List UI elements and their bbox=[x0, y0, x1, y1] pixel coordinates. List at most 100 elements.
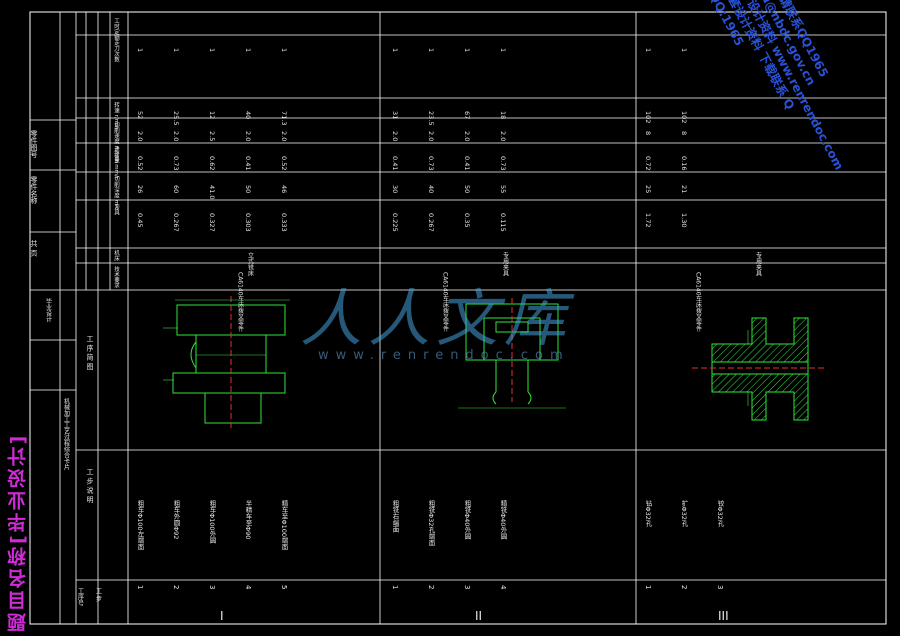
step-value: 8 bbox=[680, 131, 688, 135]
step-value: 40 bbox=[244, 111, 252, 119]
table-subtitle: 毕业设计 bbox=[45, 297, 52, 323]
step-value: 12 bbox=[208, 111, 216, 119]
step-number: 5 bbox=[280, 585, 288, 589]
step-value: 0.303 bbox=[244, 213, 252, 232]
step-description: 粗铣Φ32孔端面 bbox=[427, 499, 435, 547]
step-value: 1 bbox=[644, 48, 652, 52]
step-value: 1 bbox=[499, 48, 507, 52]
content-label: 工 步 说 明 bbox=[86, 468, 94, 504]
step-number: 1 bbox=[391, 585, 399, 589]
step-value: 26 bbox=[136, 185, 144, 193]
col-tool: 刀具 bbox=[113, 204, 120, 217]
step-value: 0.62 bbox=[208, 156, 216, 170]
step-value: 0.73 bbox=[499, 156, 507, 170]
operation-machine: 专用夹具 bbox=[755, 251, 762, 277]
step-value: 41.0 bbox=[208, 185, 216, 199]
step-value: 2.0 bbox=[463, 131, 471, 141]
col-speed: 切削速度 m/min bbox=[113, 122, 120, 164]
step-value: 2.0 bbox=[280, 131, 288, 141]
step-value: 0.52 bbox=[136, 156, 144, 170]
operation-id: I bbox=[220, 609, 224, 623]
step-value: 50 bbox=[244, 185, 252, 193]
step-value: 0.73 bbox=[172, 156, 180, 170]
step-value: 1 bbox=[427, 48, 435, 52]
step-value: 0.41 bbox=[244, 156, 252, 170]
sketch-operation-1 bbox=[163, 296, 290, 430]
step-value: 25.5 bbox=[172, 111, 180, 125]
step-number: 4 bbox=[244, 585, 252, 590]
step-value: 2.0 bbox=[172, 131, 180, 141]
step-number: 2 bbox=[427, 585, 435, 589]
step-value: 50 bbox=[463, 185, 471, 193]
step-value: 0.267 bbox=[427, 213, 435, 232]
step-value: 0.73 bbox=[427, 156, 435, 170]
step-description: 粗车Φ100左端面 bbox=[136, 499, 144, 552]
step-value: 21 bbox=[680, 185, 688, 193]
step-value: 46 bbox=[280, 185, 288, 193]
step-number: 3 bbox=[716, 585, 724, 589]
step-value: 102 bbox=[644, 111, 652, 123]
step-value: 1 bbox=[391, 48, 399, 52]
step-value: 102 bbox=[680, 111, 688, 123]
col-rpm: 转速 r/min bbox=[113, 101, 120, 130]
step-description: 精铣Φ40外圆 bbox=[499, 499, 507, 541]
step-value: 1 bbox=[208, 48, 216, 52]
step-number: 1 bbox=[136, 585, 144, 589]
step-value: 0.333 bbox=[280, 213, 288, 232]
sketch-operation-3 bbox=[692, 317, 826, 421]
operation-caption: CA6140车床拨叉零件 bbox=[237, 272, 244, 333]
step-description: 铰Φ32孔 bbox=[716, 499, 724, 528]
col-time: 工时定额 bbox=[113, 18, 120, 42]
step-description: 粗车外圆Φ92 bbox=[172, 499, 180, 540]
step-value: 30 bbox=[391, 185, 399, 193]
step-value: 0.267 bbox=[172, 213, 180, 232]
table-title: 机械加工工艺过程综合卡片 bbox=[63, 397, 70, 471]
sketch-operation-2 bbox=[458, 298, 566, 409]
step-value: 31 bbox=[391, 111, 399, 119]
step-value: 2.0 bbox=[391, 131, 399, 141]
step-number: 4 bbox=[499, 585, 507, 590]
step-value: 0.35 bbox=[463, 213, 471, 227]
operations: ICA6140车床拨叉零件立式铣床1粗车Φ100左端面1522.00.52260… bbox=[136, 48, 762, 623]
sheet-border bbox=[29, 11, 887, 625]
step-value: 18 bbox=[499, 111, 507, 119]
step-value: 1.30 bbox=[680, 213, 688, 227]
step-value: 67 bbox=[463, 111, 471, 119]
step-number: 2 bbox=[172, 585, 180, 589]
step-description: 粗车Φ100外圆 bbox=[208, 499, 216, 545]
step-description: 粗铣Φ40外圆 bbox=[463, 499, 471, 541]
step-value: 0.225 bbox=[391, 213, 399, 232]
step-value: 0.115 bbox=[499, 213, 507, 232]
table-grid bbox=[76, 12, 886, 624]
step-value: 0.72 bbox=[644, 156, 652, 170]
step-value: 8 bbox=[644, 131, 652, 135]
step-value: 2.0 bbox=[499, 131, 507, 141]
step-value: 40 bbox=[427, 185, 435, 193]
operation-id: II bbox=[475, 609, 482, 623]
step-value: 0.16 bbox=[680, 156, 688, 170]
step-value: 0.327 bbox=[208, 213, 216, 232]
step-description: 半精车至Φ90 bbox=[244, 499, 252, 540]
step-label: 工 步 bbox=[95, 588, 102, 603]
step-value: 55 bbox=[499, 185, 507, 193]
step-number: 3 bbox=[463, 585, 471, 589]
operation-caption: CA6140车床拨叉零件 bbox=[442, 272, 449, 333]
step-value: 25 bbox=[644, 185, 652, 193]
column-headers: 工时定额 走刀次数 转速 r/min 切削速度 m/min 进给量 mm/r 切… bbox=[113, 18, 120, 289]
side-title: 题目名称[毕业设计] bbox=[7, 432, 29, 632]
step-value: 1 bbox=[463, 48, 471, 52]
step-description: 扩Φ32孔 bbox=[680, 499, 688, 528]
process-label: 工序号 bbox=[77, 588, 84, 607]
step-value: 23.5 bbox=[427, 111, 435, 125]
step-value: 1 bbox=[680, 48, 688, 52]
step-number: 2 bbox=[680, 585, 688, 589]
operation-caption: CA6140车床拨叉零件 bbox=[695, 272, 702, 333]
step-value: 1 bbox=[244, 48, 252, 52]
step-description: 粗铣右端面 bbox=[391, 499, 399, 534]
step-value: 0.52 bbox=[280, 156, 288, 170]
step-value: 0.45 bbox=[136, 213, 144, 227]
left-strip bbox=[30, 12, 77, 624]
step-number: 1 bbox=[644, 585, 652, 589]
label-part-name: 零件名称 bbox=[30, 176, 38, 205]
